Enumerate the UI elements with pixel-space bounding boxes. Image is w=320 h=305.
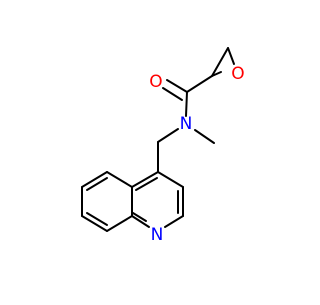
- bond-carbonyl-double-b: [162, 87, 183, 101]
- bond-c4-c3: [157, 171, 184, 188]
- bond-c4-c4a: [131, 171, 159, 188]
- bond-c8-c8a: [106, 215, 133, 232]
- bond-epoxide-c-o-b: [227, 47, 235, 65]
- bond-n-methyl: [194, 129, 215, 144]
- bond-n1-c8a-inner: [132, 212, 147, 222]
- bond-carbonyl-to-n: [185, 91, 188, 117]
- bond-epoxide-c-o-a: [211, 71, 222, 77]
- bond-c7-c8: [81, 215, 108, 232]
- quinoline-nitrogen-label: N: [151, 225, 164, 245]
- bond-c4-c4a-inner: [135, 177, 158, 191]
- bond-n1-c8a: [131, 215, 150, 228]
- bond-n-ch2: [157, 128, 179, 143]
- bond-c2-n1: [164, 215, 184, 228]
- bond-c5-c6: [81, 171, 108, 188]
- amide-nitrogen-label: N: [180, 114, 193, 134]
- atom-labels: O O N N: [149, 64, 244, 245]
- epoxide-oxygen-label: O: [231, 64, 244, 84]
- carbonyl-oxygen-label: O: [149, 72, 162, 92]
- bond-c4a-c5: [106, 171, 133, 188]
- background: [0, 0, 300, 300]
- molecule-diagram: O O N N: [0, 0, 300, 300]
- bonds: [81, 47, 235, 232]
- molecule-svg: O O N N: [0, 0, 300, 300]
- bond-c5-c6-inner: [86, 177, 108, 191]
- bond-epoxide-to-carbonyl: [186, 75, 213, 93]
- bond-c7-c8-inner: [86, 212, 108, 226]
- bond-carbonyl-double-a: [166, 79, 188, 93]
- bond-epoxide-c-c: [211, 47, 229, 77]
